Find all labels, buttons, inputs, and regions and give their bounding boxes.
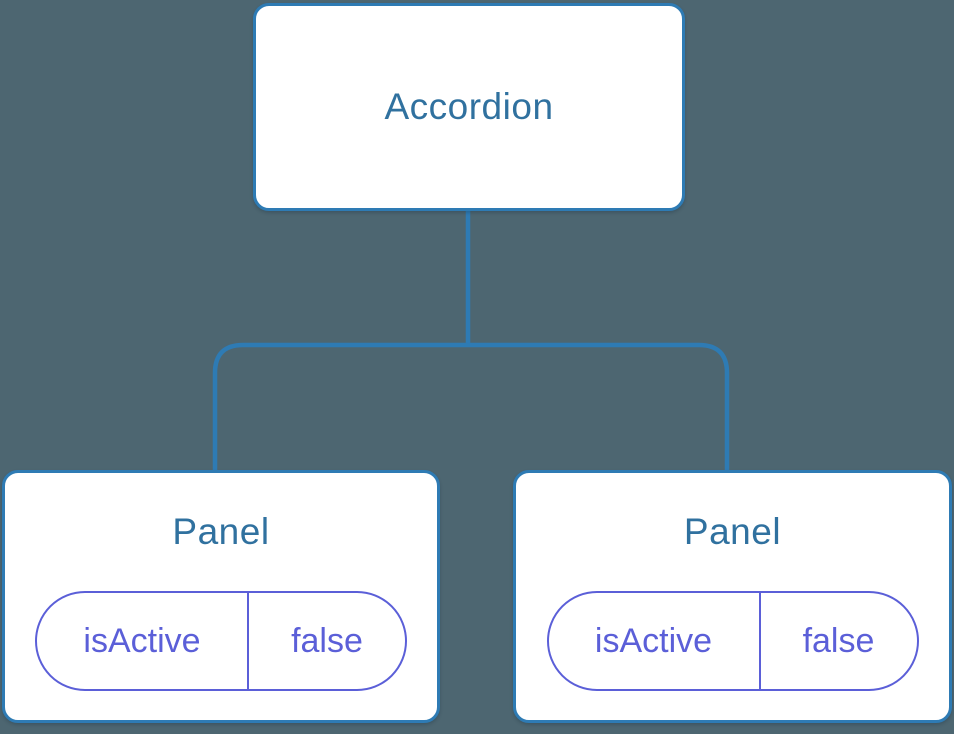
accordion-node-label: Accordion bbox=[384, 86, 554, 127]
state-value: false bbox=[802, 621, 875, 660]
panel-node-2-state-pill: isActive false bbox=[546, 591, 919, 691]
state-name: isActive bbox=[549, 593, 761, 689]
panel-node-2: Panel isActive false bbox=[513, 470, 952, 723]
panel-node-1: Panel isActive false bbox=[2, 470, 440, 723]
state-name: isActive bbox=[37, 593, 249, 689]
panel-node-1-state-pill: isActive false bbox=[35, 591, 407, 691]
panel-node-1-label: Panel bbox=[172, 511, 270, 552]
accordion-node: Accordion bbox=[253, 3, 685, 211]
panel-node-2-label: Panel bbox=[683, 511, 782, 552]
connector-branches bbox=[212, 342, 730, 472]
state-value: false bbox=[291, 621, 363, 660]
